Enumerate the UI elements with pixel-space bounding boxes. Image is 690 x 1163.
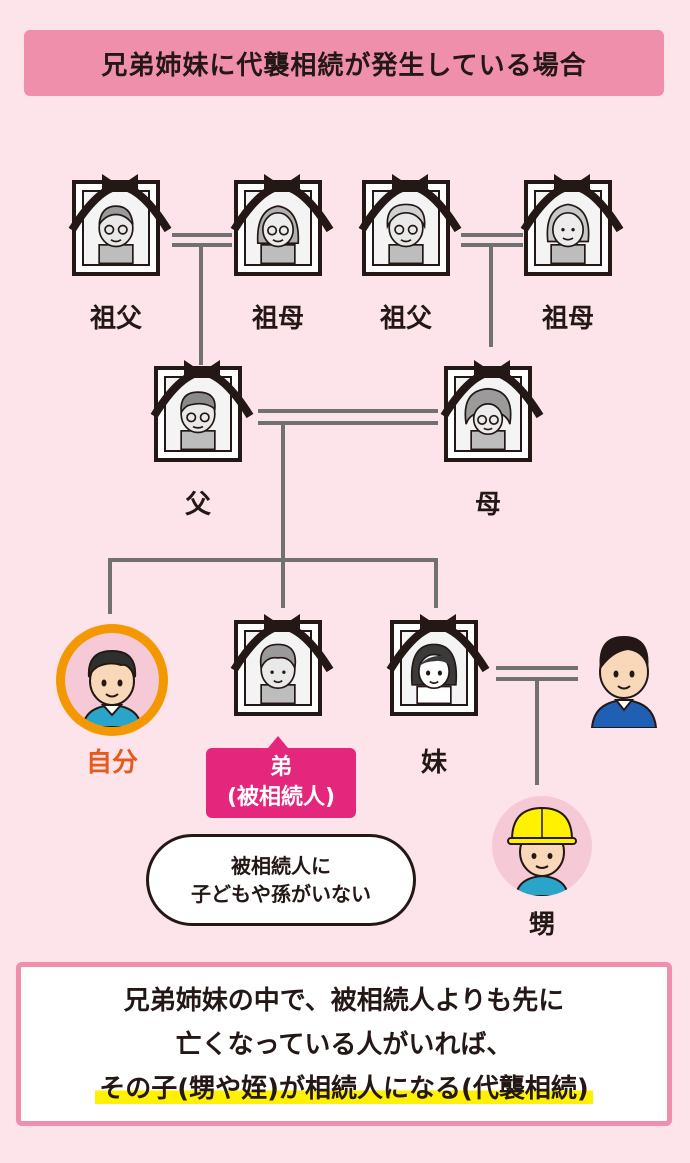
self-avatar xyxy=(56,624,168,736)
page-title: 兄弟姉妹に代襲相続が発生している場合 xyxy=(101,50,587,81)
decedent-tag: 弟 (被相続人) xyxy=(206,736,356,818)
summary-line1: 兄弟姉妹の中で、被相続人よりも先に xyxy=(123,986,565,1016)
label-paternal-grandmother: 祖母 xyxy=(251,304,304,334)
yellow-helmet-icon xyxy=(507,806,577,896)
speech-bubble: 被相続人に 子どもや孫がいない xyxy=(146,834,416,926)
mourning-portrait-icon xyxy=(230,174,334,276)
connector-line xyxy=(258,409,438,413)
ribbon-icon xyxy=(520,174,624,233)
ribbon-icon xyxy=(440,360,544,419)
father-face-icon xyxy=(180,391,216,450)
mother-face-icon xyxy=(464,387,512,450)
connector-line xyxy=(461,233,523,237)
brother-face-icon xyxy=(259,643,297,704)
decedent-tag-line1: 弟 xyxy=(269,755,292,780)
mourning-portrait-icon xyxy=(440,360,544,462)
speech-bubble-line1: 被相続人に xyxy=(231,854,331,878)
nephew-avatar xyxy=(492,796,592,896)
decedent-tag-line2: (被相続人) xyxy=(226,785,336,810)
mourning-portrait-icon xyxy=(386,614,490,716)
mourning-portrait-icon xyxy=(520,174,624,276)
summary-line2: 亡くなっている人がいれば、 xyxy=(175,1030,513,1060)
mourning-portrait-icon xyxy=(68,174,172,276)
person-icon xyxy=(590,636,658,729)
mourning-portrait-icon xyxy=(230,614,334,716)
label-nephew: 甥 xyxy=(528,910,555,940)
mourning-portrait-icon xyxy=(150,360,254,462)
connector-line xyxy=(172,233,232,237)
connector-line xyxy=(108,558,112,614)
connector-line xyxy=(535,681,539,785)
grandmother-face-icon xyxy=(256,205,300,264)
connector-line xyxy=(434,558,438,608)
label-maternal-grandmother: 祖母 xyxy=(541,304,594,334)
ribbon-icon xyxy=(150,360,254,419)
connector-line xyxy=(108,558,438,562)
connector-line xyxy=(496,666,578,670)
grandfather-face-icon xyxy=(386,203,426,264)
label-mother: 母 xyxy=(474,490,501,520)
connector-line xyxy=(496,677,578,681)
summary-line3: その子(甥や姪)が相続人になる(代襲相続) xyxy=(95,1074,593,1104)
ribbon-icon xyxy=(386,614,490,673)
ribbon-icon xyxy=(230,174,334,233)
connector-line xyxy=(461,243,523,247)
title-banner: 兄弟姉妹に代襲相続が発生している場合 xyxy=(24,30,664,96)
ribbon-icon xyxy=(358,174,462,233)
husband-avatar xyxy=(588,628,660,729)
connector-line xyxy=(199,247,203,365)
grandmother-face-icon xyxy=(546,203,590,264)
connector-line xyxy=(172,243,232,247)
label-paternal-grandfather: 祖父 xyxy=(89,304,142,334)
connector-line xyxy=(281,558,285,608)
connector-line xyxy=(281,425,285,560)
mourning-portrait-icon xyxy=(358,174,462,276)
ribbon-icon xyxy=(68,174,172,233)
label-maternal-grandfather: 祖父 xyxy=(379,304,432,334)
grandfather-face-icon xyxy=(98,205,134,264)
connector-line xyxy=(258,421,438,425)
speech-bubble-line2: 子どもや孫がいない xyxy=(191,882,371,906)
label-self: 自分 xyxy=(85,748,138,778)
ribbon-icon xyxy=(230,614,334,673)
label-father: 父 xyxy=(184,490,211,520)
label-sister: 妹 xyxy=(420,748,447,778)
person-icon xyxy=(81,649,143,727)
sister-face-icon xyxy=(410,643,458,704)
connector-line xyxy=(489,247,493,347)
summary-box: 兄弟姉妹の中で、被相続人よりも先に 亡くなっている人がいれば、 その子(甥や姪)… xyxy=(16,962,672,1126)
